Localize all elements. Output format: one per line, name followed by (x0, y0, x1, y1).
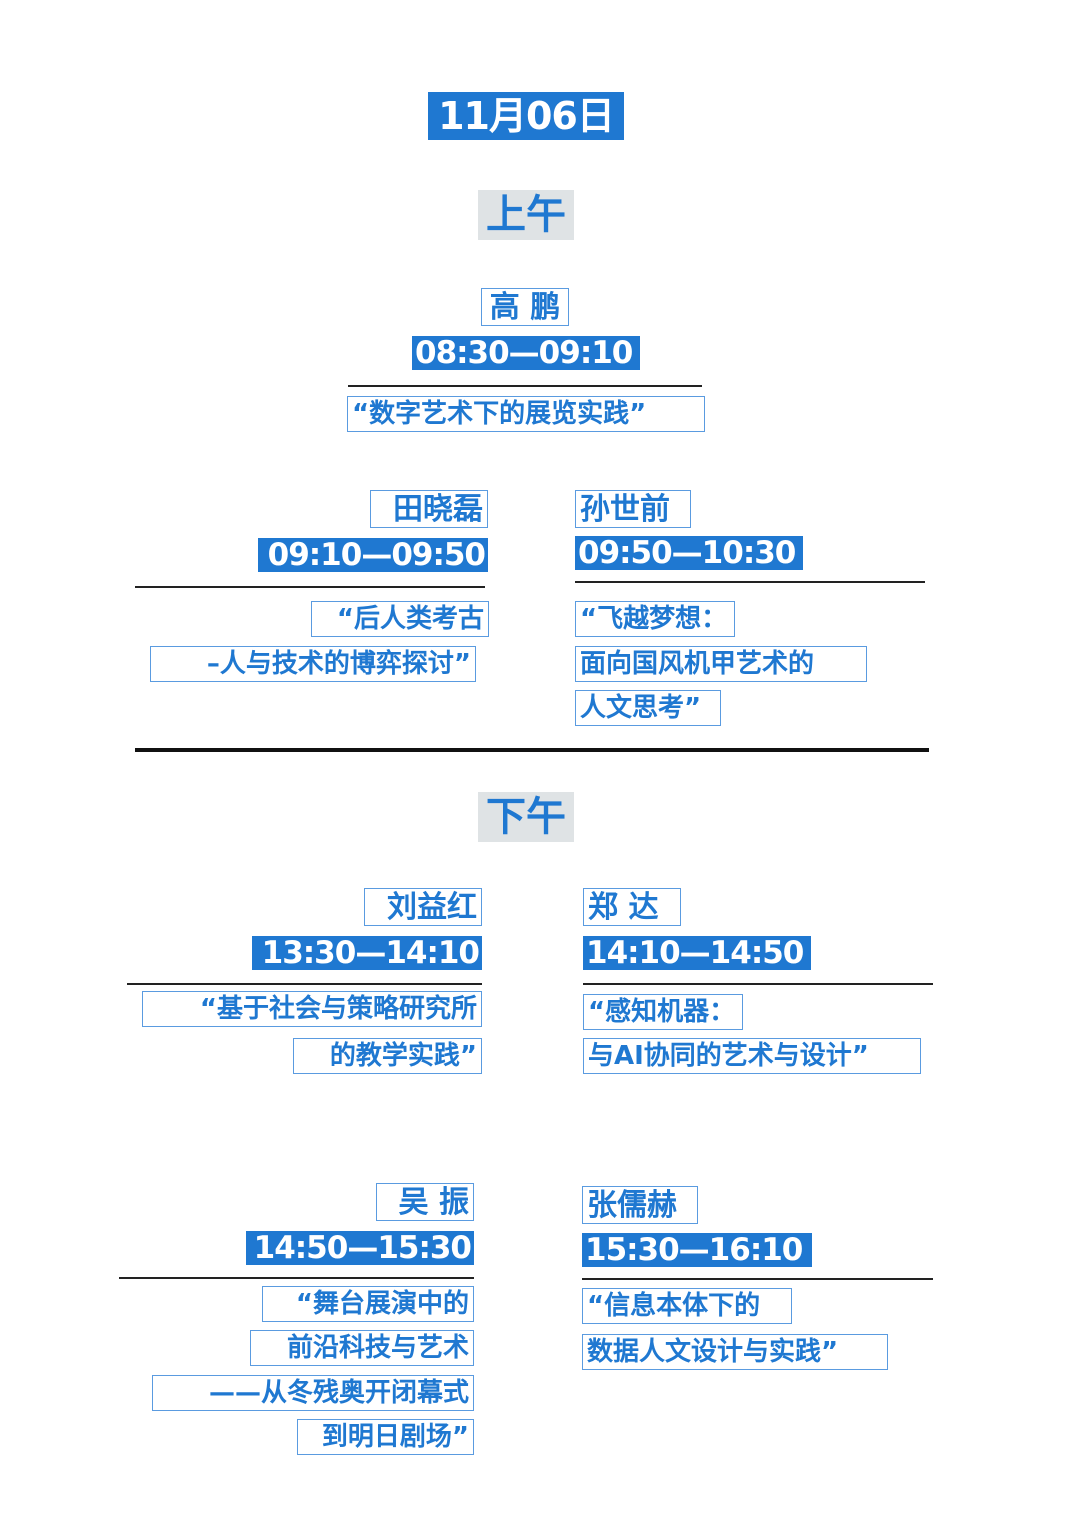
talk-title-liu-line2: 的教学实践” (293, 1038, 482, 1074)
divider-sun (575, 581, 925, 583)
morning-label: 上午 (478, 190, 574, 240)
talk-title-sun-line2: 面向国风机甲艺术的 (575, 646, 867, 682)
speaker-name-wu: 吴 振 (376, 1183, 474, 1221)
speaker-name-sun: 孙世前 (575, 490, 691, 528)
divider-zhang (582, 1278, 933, 1280)
speaker-time-zheng: 14:10—14:50 (583, 936, 811, 970)
speaker-time-tian: 09:10—09:50 (258, 538, 488, 572)
speaker-time-liu: 13:30—14:10 (252, 936, 482, 970)
section-divider (135, 748, 929, 752)
talk-title-sun-line1: “飞越梦想： (575, 601, 735, 637)
talk-title-tian-line2: –人与技术的博弈探讨” (150, 646, 476, 682)
divider-tian (135, 586, 485, 588)
speaker-time-sun: 09:50—10:30 (575, 536, 803, 570)
talk-title-zhang-line2: 数据人文设计与实践” (582, 1334, 888, 1370)
talk-title-sun-line3: 人文思考” (575, 690, 721, 726)
speaker-name-liu: 刘益红 (364, 888, 482, 926)
speaker-time-wu: 14:50—15:30 (246, 1231, 474, 1265)
talk-title-tian-line1: “后人类考古 (311, 601, 489, 637)
divider-zheng (583, 983, 933, 985)
talk-title-zhang-line1: “信息本体下的 (582, 1288, 792, 1324)
talk-title-wu-line3: ——从冬残奥开闭幕式 (152, 1375, 474, 1411)
talk-title-liu-line1: “基于社会与策略研究所 (142, 991, 482, 1027)
talk-title-zheng-line2: 与AI协同的艺术与设计” (583, 1038, 921, 1074)
afternoon-label: 下午 (478, 792, 574, 842)
date-header: 11月06日 (428, 92, 624, 140)
speaker-name-tian: 田晓磊 (370, 490, 488, 528)
divider-liu (127, 983, 482, 985)
keynote-speaker-name: 高 鹏 (481, 288, 569, 326)
speaker-name-zheng: 郑 达 (583, 888, 681, 926)
talk-title-zheng-line1: “感知机器： (583, 994, 743, 1030)
divider-wu (119, 1277, 474, 1279)
keynote-title: “数字艺术下的展览实践” (347, 396, 705, 432)
talk-title-wu-line1: “舞台展演中的 (262, 1286, 474, 1322)
keynote-time: 08:30—09:10 (412, 336, 640, 370)
speaker-time-zhang: 15:30—16:10 (582, 1233, 812, 1267)
talk-title-wu-line2: 前沿科技与艺术 (250, 1330, 474, 1366)
talk-title-wu-line4: 到明日剧场” (297, 1419, 474, 1455)
keynote-divider (348, 385, 702, 387)
speaker-name-zhang: 张儒赫 (582, 1186, 698, 1224)
